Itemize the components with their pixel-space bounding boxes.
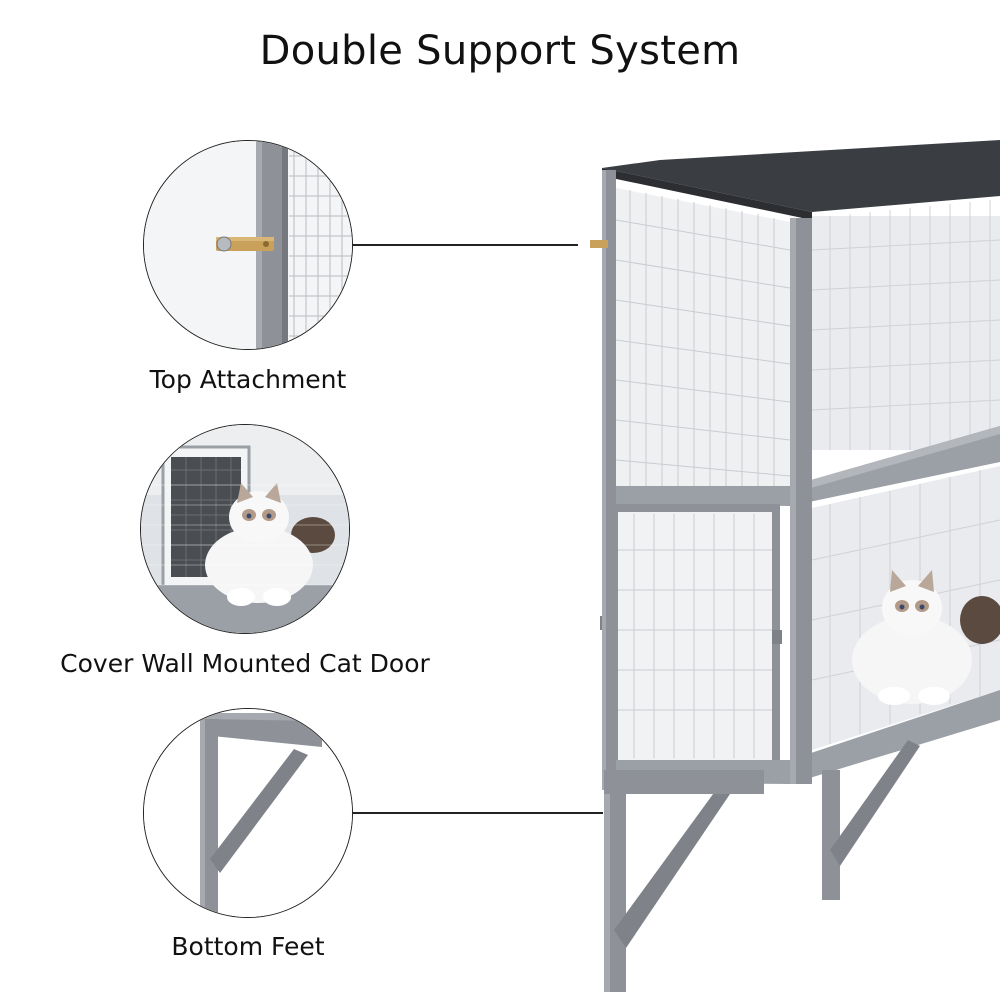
page-title: Double Support System: [259, 28, 741, 74]
leader-line-bottom-feet: [353, 812, 603, 814]
top-attachment-detail-image: [144, 141, 352, 349]
caption-bottom-feet: Bottom Feet: [171, 932, 325, 961]
detail-circle-bottom-feet: [143, 708, 353, 918]
detail-circle-cat-door: [140, 424, 350, 634]
bottom-feet-detail-image: [144, 709, 352, 917]
caption-cat-door: Cover Wall Mounted Cat Door: [60, 649, 430, 678]
cat-enclosure-product-image: [590, 140, 1000, 992]
leader-line-top-attachment: [353, 244, 578, 246]
caption-top-attachment: Top Attachment: [149, 365, 347, 394]
cat-door-detail-image: [141, 425, 349, 633]
detail-circle-top-attachment: [143, 140, 353, 350]
